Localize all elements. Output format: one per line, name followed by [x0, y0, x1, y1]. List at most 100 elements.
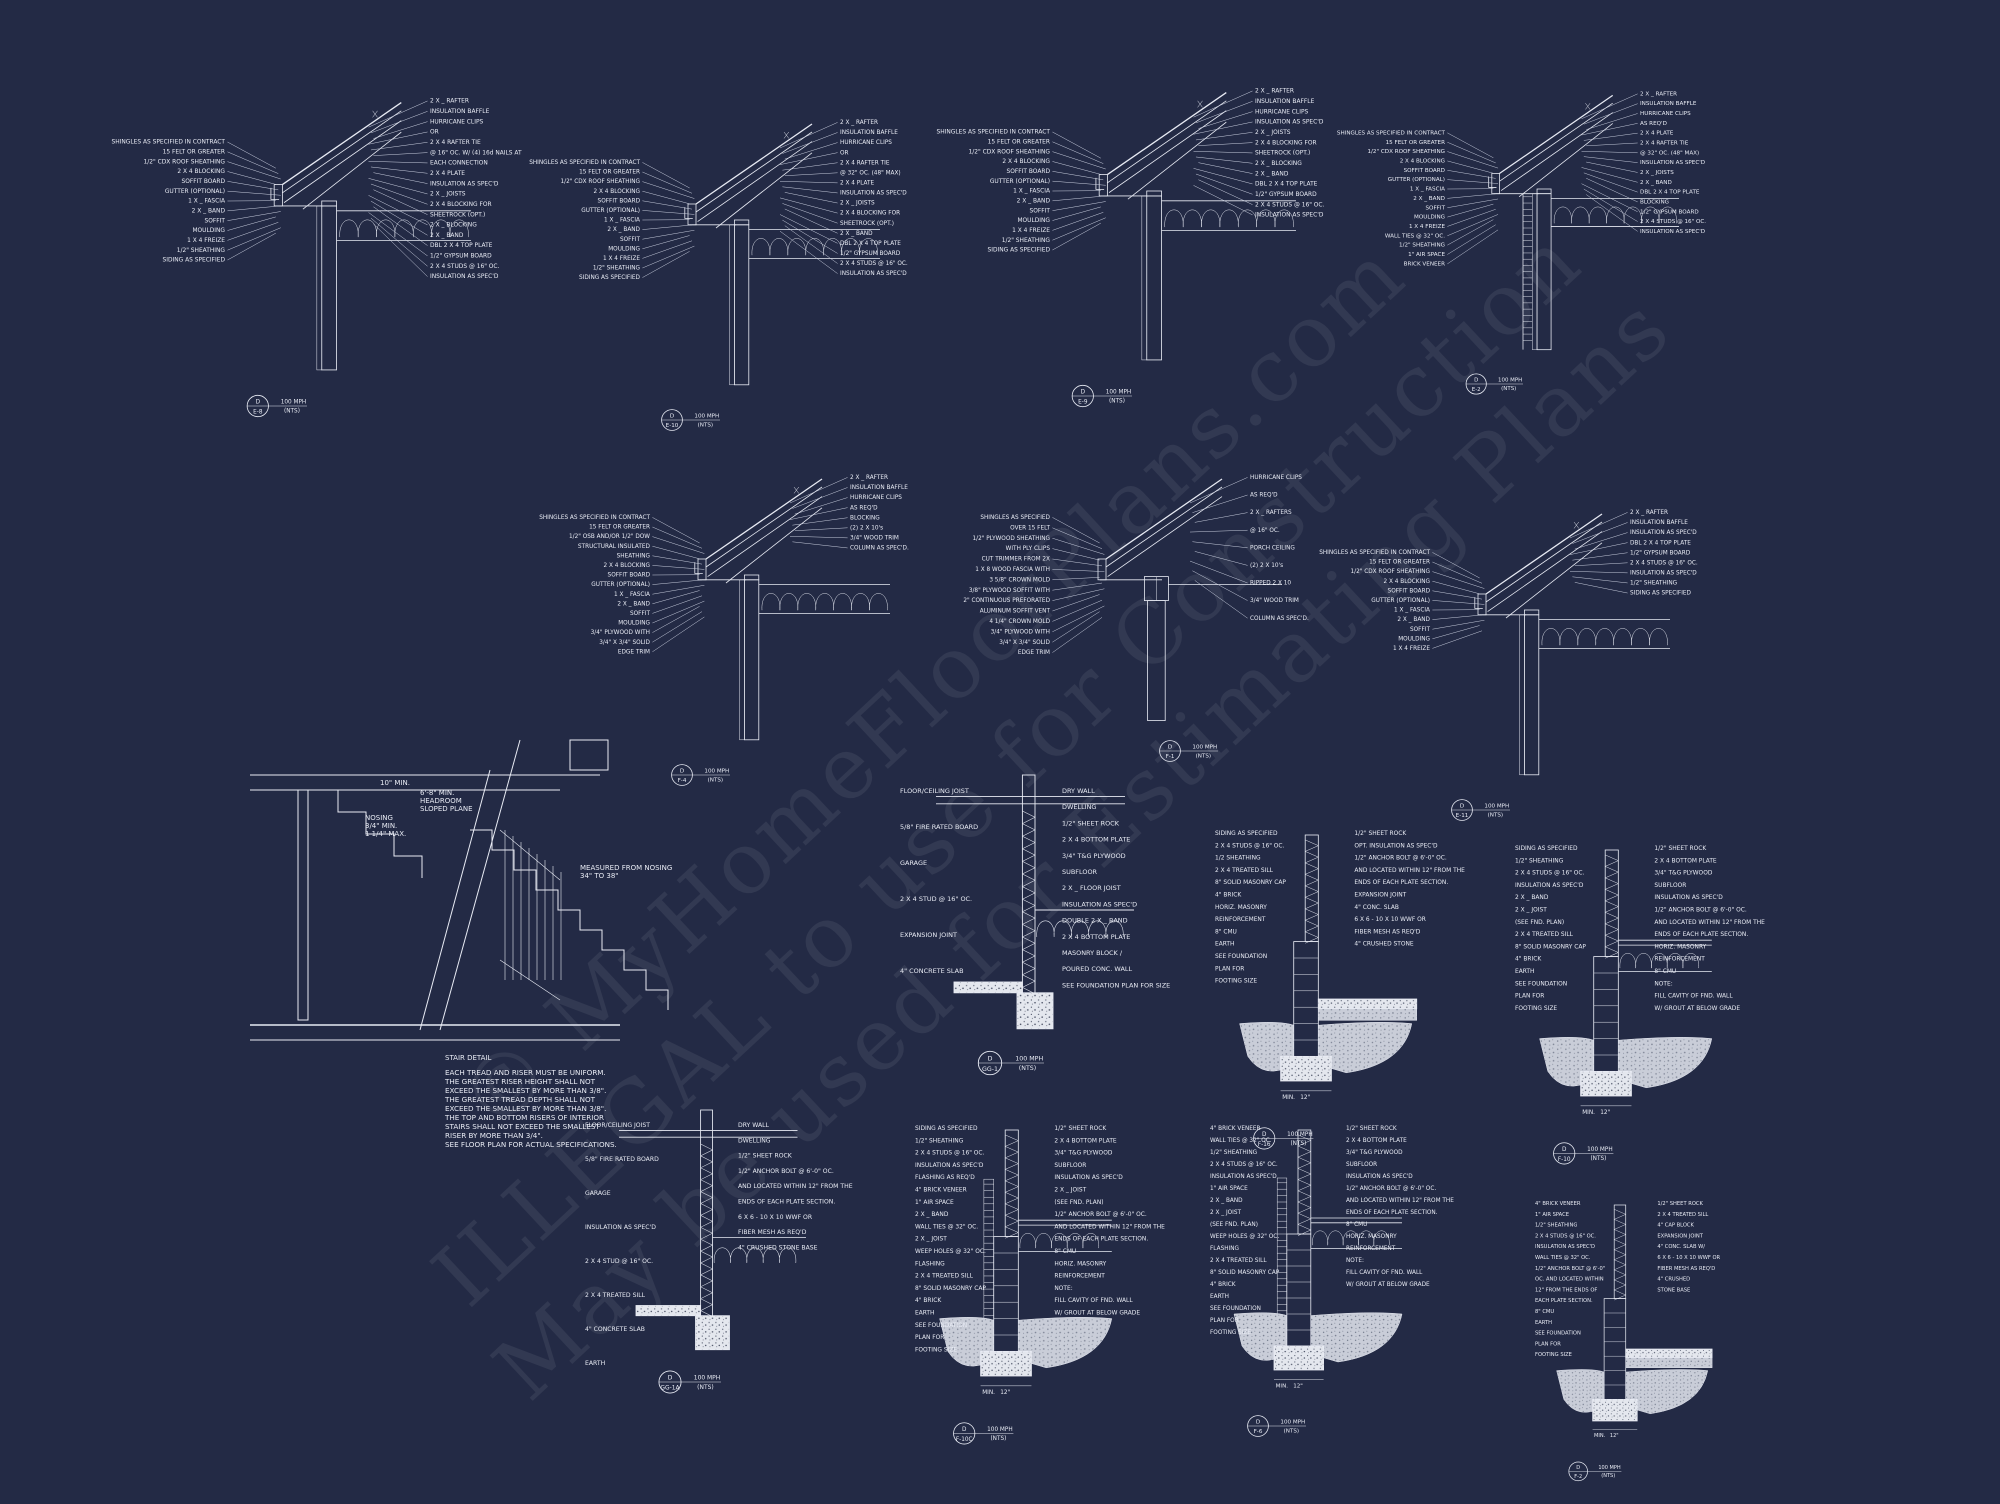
dim-12: 12"	[1600, 1110, 1610, 1116]
callout-right: SUBFLOOR	[1346, 1162, 1377, 1168]
wall-insulation-zig	[1005, 1215, 1018, 1226]
callout-right: HURRICANE CLIPS	[1255, 109, 1308, 115]
scale-label: 100 MPH	[1192, 745, 1217, 751]
concrete-footing	[1281, 1056, 1332, 1081]
wall-stud	[1524, 615, 1538, 775]
callout-left: FOOTING SIZE	[1210, 1330, 1251, 1336]
callout-left: SOFFIT	[620, 237, 640, 243]
dim-min: MIN.	[1594, 1433, 1606, 1439]
slope-mark	[784, 132, 789, 138]
leader-line	[652, 591, 699, 604]
callout-left: 3/4" X 3/4" SOLID	[999, 640, 1050, 646]
callout-left: 2 X _ BAND	[1017, 198, 1051, 204]
nts-label: (NTS)	[698, 422, 714, 428]
callout-right: STONE BASE	[1657, 1287, 1690, 1293]
scale-label: 100 MPH	[1498, 378, 1522, 384]
callout-left: SOFFIT BOARD	[1388, 588, 1431, 594]
wall-insulation-zig	[1305, 897, 1318, 908]
callout-left: 15 FELT OR GREATER	[579, 170, 640, 176]
callout-right: @ 16" OC. W/ (4) 16d NAILS AT	[430, 150, 522, 156]
callout-right: 8" CMU	[1054, 1249, 1076, 1255]
callout-right: 4" CRUSHED STONE	[1354, 942, 1414, 948]
stair-dim: 6'-8" MIN.	[420, 789, 454, 797]
callout-right: INSULATION BAFFLE	[430, 109, 490, 115]
callout-left: GUTTER (OPTIONAL)	[581, 208, 640, 214]
callout-left: FOOTING SIZE	[1535, 1352, 1572, 1358]
callout-left: 1/2" ANCHOR BOLT @ 6'-0"	[1535, 1266, 1605, 1272]
leader-line	[1584, 133, 1638, 140]
callout-left: EARTH	[1535, 1320, 1552, 1326]
callout-right: DBL 2 X 4 TOP PLATE	[1255, 182, 1318, 188]
callout-left: SIDING AS SPECIFIED	[1515, 846, 1578, 852]
top-plate	[1524, 610, 1538, 615]
callout-left: GARAGE	[585, 1190, 611, 1197]
roof-sheathing-line	[706, 487, 822, 567]
callout-right: 1/2" SHEET ROCK	[738, 1153, 793, 1160]
callout-right: 3/4" WOOD TRIM	[1250, 598, 1299, 604]
leader-line	[1582, 123, 1638, 135]
callout-left: 15 FELT OR GREATER	[163, 149, 225, 155]
callout-left: 4" BRICK	[1210, 1282, 1236, 1288]
callout-left: SEE FOUNDATION	[1210, 1306, 1261, 1312]
leader-line	[1196, 132, 1253, 140]
callout-left: GUTTER (OPTIONAL)	[1371, 598, 1430, 604]
detail-tag-id: E-8	[253, 409, 263, 415]
callout-left: 4" CONCRETE SLAB	[585, 1326, 645, 1333]
callout-left: 1/2" CDX ROOF SHEATHING	[1351, 569, 1431, 575]
callout-right: 1/2" SHEATHING	[1630, 581, 1677, 587]
leader-line	[652, 565, 704, 569]
callout-right: INSULATION AS SPEC'D	[840, 191, 907, 197]
callout-right: 3/4" T&G PLYWOOD	[1054, 1151, 1112, 1157]
roof-shingle-line	[1500, 95, 1613, 173]
callout-right: AS REQ'D	[1250, 493, 1278, 499]
callout-right: RIPPED 2 X 10	[1250, 581, 1291, 587]
stair-note: STAIRS SHALL NOT EXCEED THE SMALLEST	[445, 1122, 600, 1131]
concrete-footing	[1274, 1346, 1324, 1370]
leader-line	[1052, 152, 1105, 169]
callout-right: SHEETROCK (OPT.)	[1255, 151, 1310, 157]
callout-right: 2 X 4 RAFTER TIE	[430, 140, 481, 146]
callout-right: FILL CAVITY OF FND. WALL	[1654, 994, 1733, 1000]
callout-left: 1 X 4 FREIZE	[187, 238, 225, 244]
callout-left: 1/2" CDX ROOF SHEATHING	[561, 179, 641, 185]
leader-line	[1052, 212, 1103, 230]
detail-tag-top: D	[962, 1427, 967, 1433]
callout-left: 1 X _ FASCIA	[1410, 187, 1445, 193]
leader-line	[1432, 615, 1482, 620]
crushed-stone	[1318, 1009, 1416, 1020]
wall-sheathing	[1142, 196, 1147, 360]
leader-line	[652, 596, 702, 614]
roof-sheathing-line	[282, 111, 401, 193]
callout-right: 1/2" ANCHOR BOLT @ 6'-0" OC.	[1354, 856, 1446, 862]
callout-right: @ 16" OC.	[1250, 528, 1280, 534]
roof-shingle-line	[1107, 93, 1226, 175]
callout-left: SOFFIT BOARD	[608, 573, 651, 579]
callout-left: SHINGLES AS SPECIFIED IN CONTRACT	[539, 515, 650, 521]
callout-right: 6 X 6 - 10 X 10 WWF OR	[738, 1214, 813, 1221]
callout-right: INSULATION AS SPEC'D	[1062, 900, 1137, 908]
callout-left: GUTTER (OPTIONAL)	[591, 582, 650, 588]
leader-line	[652, 606, 699, 632]
rafter-bottom-line	[303, 132, 401, 209]
callout-right: 2 X 4 PLATE	[430, 171, 465, 177]
detail-tag-top: D	[668, 1374, 673, 1381]
callout-right: 1/2" SHEET ROCK	[1654, 846, 1706, 852]
callout-right: AND LOCATED WITHIN 12" FROM THE	[1054, 1224, 1165, 1230]
callout-left: 2 X _ JOIST	[915, 1237, 947, 1243]
callout-right: 2 X 4 STUDS @ 16" OC.	[1255, 202, 1325, 208]
callout-left: 15 FELT OR GREATER	[589, 525, 650, 531]
callout-left: 4" BRICK	[915, 1298, 941, 1304]
callout-left: 2 X _ BAND	[915, 1212, 949, 1218]
callout-left: 2 X _ BAND	[607, 227, 640, 233]
callout-right: REINFORCEMENT	[1054, 1274, 1105, 1280]
leader-line	[1582, 151, 1638, 153]
wall-insulation-zig	[1614, 1209, 1626, 1219]
callout-left: SIDING AS SPECIFIED	[915, 1126, 978, 1132]
leader-line	[1447, 142, 1495, 163]
callout-left: MOULDING	[618, 621, 650, 627]
callout-right: 2 X 4 BLOCKING FOR	[430, 202, 492, 208]
callout-right: FILL CAVITY OF FND. WALL	[1054, 1298, 1133, 1304]
callout-left: MOULDING	[1398, 636, 1430, 642]
rafter-bottom-line	[726, 508, 822, 583]
